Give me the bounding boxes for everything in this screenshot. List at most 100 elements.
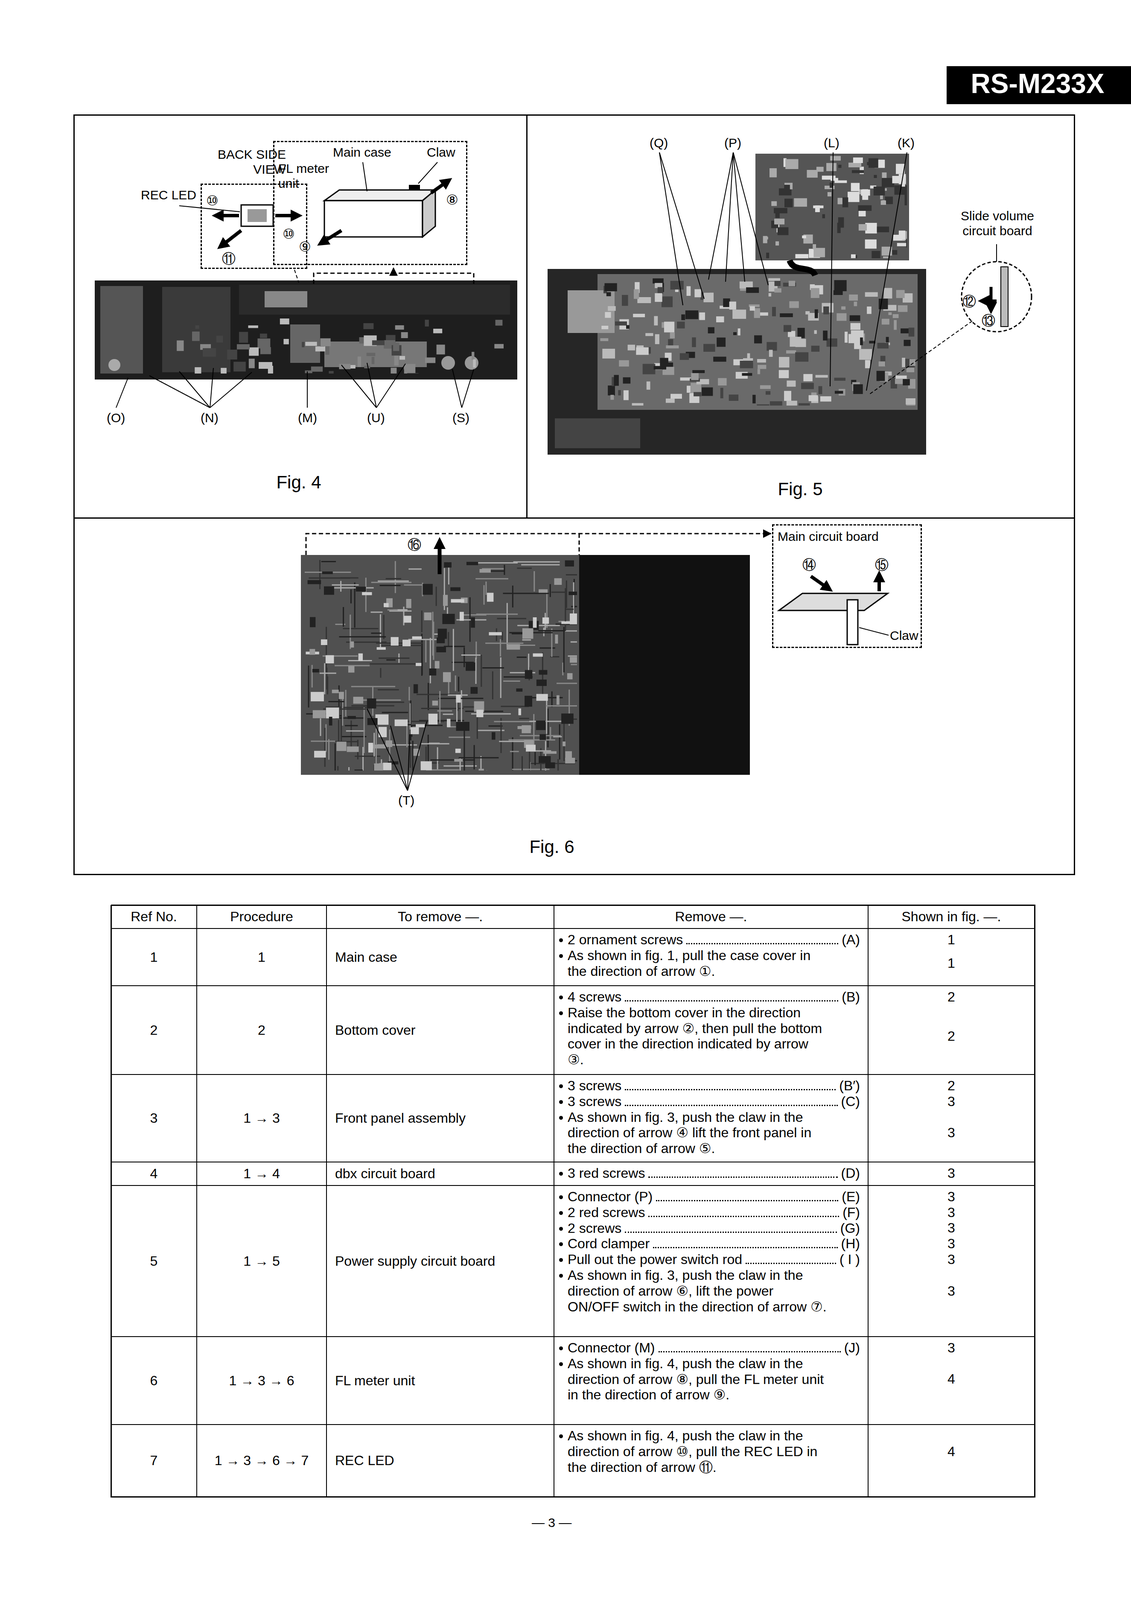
- part-label: Main case: [332, 145, 392, 161]
- part-label: Main circuit board: [777, 529, 879, 545]
- callout-number: ⑫: [962, 293, 977, 310]
- remove-step: As shown in fig. 4, push the claw in the…: [567, 1355, 828, 1403]
- leader-row: 2 screws(G): [567, 1220, 860, 1236]
- bullet-dot: [559, 938, 563, 942]
- part-label: Slide volume circuit board: [950, 208, 1045, 239]
- part-callout: (O): [106, 410, 126, 426]
- callout-number: ⑭: [802, 556, 817, 573]
- figure-number: 1: [947, 955, 956, 971]
- remove-step: Raise the bottom cover in the direction …: [567, 1004, 828, 1068]
- figure-number: 3: [947, 1219, 956, 1236]
- leader-row: 3 red screws(D): [567, 1165, 860, 1181]
- ref-letter: ( I ): [839, 1251, 860, 1268]
- callout-number: ⑩: [206, 192, 219, 209]
- figure-panel: Fig. 6 Main circuit boardClaw: [73, 517, 1076, 875]
- bullet-dot: [559, 1257, 563, 1262]
- remove-item: Connector (M): [567, 1339, 656, 1356]
- ref-number: 3: [110, 1110, 197, 1126]
- ref-number: 1: [110, 949, 197, 965]
- callout-number: ⑬: [981, 312, 996, 329]
- callout-number: ⑪: [221, 250, 236, 267]
- part-name: Front panel assembly: [335, 1110, 550, 1126]
- ref-number: 7: [110, 1452, 197, 1469]
- dot-leader: [658, 1350, 841, 1353]
- circuit-board-photo: [300, 554, 750, 775]
- table-rule: [326, 904, 327, 1498]
- remove-item: 2 red screws: [567, 1204, 645, 1221]
- part-label: Claw: [426, 145, 456, 161]
- leader-row: Connector (P)(E): [567, 1188, 860, 1205]
- dot-leader: [624, 1231, 837, 1233]
- bullet-dot: [559, 1099, 563, 1104]
- table-rule: [553, 904, 555, 1498]
- figure-number: 1: [947, 931, 956, 948]
- ref-letter: (B): [841, 988, 860, 1005]
- table-rule: [110, 1335, 1036, 1337]
- figure-number: 3: [947, 1235, 956, 1252]
- figure-caption: Fig. 6: [526, 836, 578, 857]
- leader-row: Pull out the power switch rod( I ): [567, 1251, 860, 1268]
- column-header: Ref No.: [110, 908, 197, 925]
- remove-step: As shown in fig. 3, push the claw in the…: [567, 1267, 828, 1315]
- bullet-dot: [559, 1210, 563, 1215]
- part-callout: (Q): [649, 135, 668, 151]
- chassis-photo: [547, 153, 927, 455]
- figure-number: 4: [947, 1443, 956, 1460]
- bullet-dot: [559, 1084, 563, 1088]
- figure-number: 3: [947, 1282, 956, 1299]
- dot-leader: [624, 1104, 838, 1106]
- table-rule: [110, 1184, 1036, 1186]
- figure-number: 3: [947, 1124, 956, 1141]
- table-rule: [110, 1161, 1036, 1163]
- bullet-dot: [559, 1434, 563, 1438]
- dot-leader: [648, 1176, 838, 1178]
- figure-number: 3: [947, 1165, 956, 1181]
- bullet-dot: [559, 953, 563, 958]
- dot-leader: [655, 1199, 839, 1201]
- part-callout: (N): [200, 410, 219, 426]
- procedure-cell: 1 → 4: [196, 1165, 327, 1182]
- table-rule: [110, 1495, 1036, 1498]
- dot-leader: [652, 1246, 838, 1248]
- remove-item: 2 ornament screws: [567, 931, 683, 948]
- remove-item: Connector (P): [567, 1188, 653, 1205]
- inset-box: Main circuit boardClaw: [772, 524, 922, 648]
- leader-row: 3 screws(B′): [567, 1077, 860, 1094]
- table-rule: [110, 1073, 1036, 1075]
- ref-letter: (D): [841, 1165, 860, 1181]
- part-name: REC LED: [335, 1452, 550, 1469]
- ref-letter: (F): [842, 1204, 860, 1221]
- figure-number: 2: [947, 988, 956, 1005]
- bullet-dot: [559, 1346, 563, 1350]
- part-callout: (L): [823, 135, 840, 151]
- remove-step: As shown in fig. 4, push the claw in the…: [567, 1427, 828, 1475]
- column-header: Procedure: [196, 908, 327, 925]
- part-name: Power supply circuit board: [335, 1253, 550, 1269]
- table-rule: [110, 927, 1036, 929]
- callout-number: ⑮: [874, 556, 889, 573]
- table-rule: [110, 985, 1036, 986]
- figure-number: 3: [947, 1188, 956, 1205]
- detail-circle: Slide volume circuit board: [941, 209, 1057, 333]
- dot-leader: [745, 1262, 837, 1264]
- part-name: Bottom cover: [335, 1022, 550, 1038]
- dot-leader: [686, 942, 839, 945]
- bullet-dot: [559, 1226, 563, 1231]
- procedure-cell: 1 → 5: [196, 1253, 327, 1269]
- remove-item: 3 screws: [567, 1077, 622, 1094]
- ref-number: 2: [110, 1022, 197, 1038]
- leader-row: 2 red screws (F): [567, 1204, 860, 1221]
- figure-caption: Fig. 5: [774, 478, 826, 500]
- part-name: dbx circuit board: [335, 1165, 550, 1182]
- dot-leader: [648, 1215, 840, 1217]
- remove-item: 2 screws: [567, 1220, 622, 1236]
- part-label: REC LED: [140, 187, 197, 203]
- ref-letter: (J): [844, 1339, 860, 1356]
- model-number: RS-M233X: [945, 68, 1130, 100]
- column-header: Remove —.: [553, 908, 869, 925]
- leader-row: Connector (M) (J): [567, 1339, 860, 1356]
- leader-row: 4 screws(B): [567, 988, 860, 1005]
- callout-number: ⑨: [298, 239, 312, 255]
- table-rule: [1034, 904, 1036, 1498]
